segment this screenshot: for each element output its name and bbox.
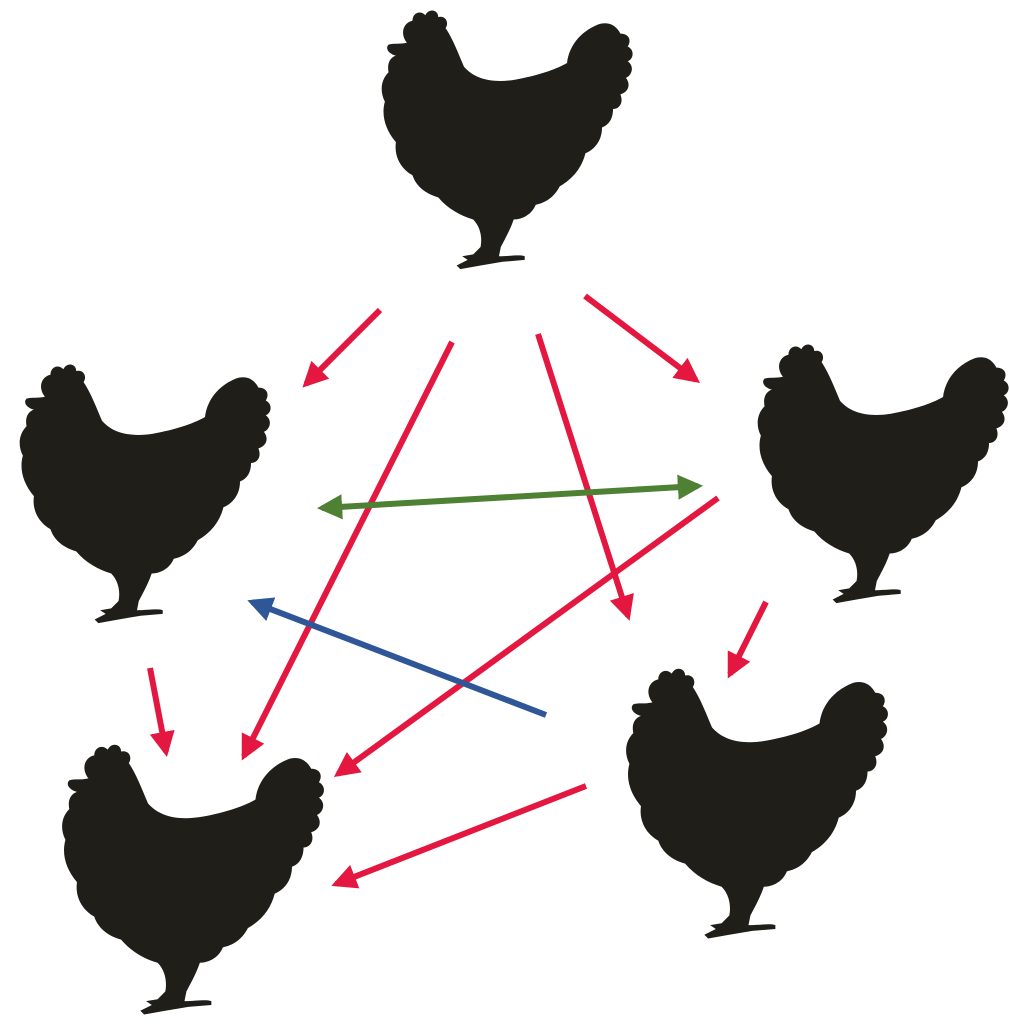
hen-icon-top	[382, 11, 633, 270]
hens-group	[20, 11, 1009, 1015]
hen-icon-left	[20, 365, 271, 624]
hen-icon-bottom-left	[62, 745, 324, 1015]
arrow-right-to-bottom-right	[730, 602, 766, 674]
arrow-top-to-right	[585, 296, 696, 380]
hen-icon-bottom-right	[626, 669, 888, 939]
hen-icon-right	[758, 345, 1009, 604]
arrow-bottom-right-to-bottom-left	[336, 786, 586, 884]
arrow-left-to-bottom-left	[150, 668, 166, 752]
arrow-top-to-bottom-left	[244, 342, 452, 756]
arrow-top-to-left	[306, 310, 380, 384]
